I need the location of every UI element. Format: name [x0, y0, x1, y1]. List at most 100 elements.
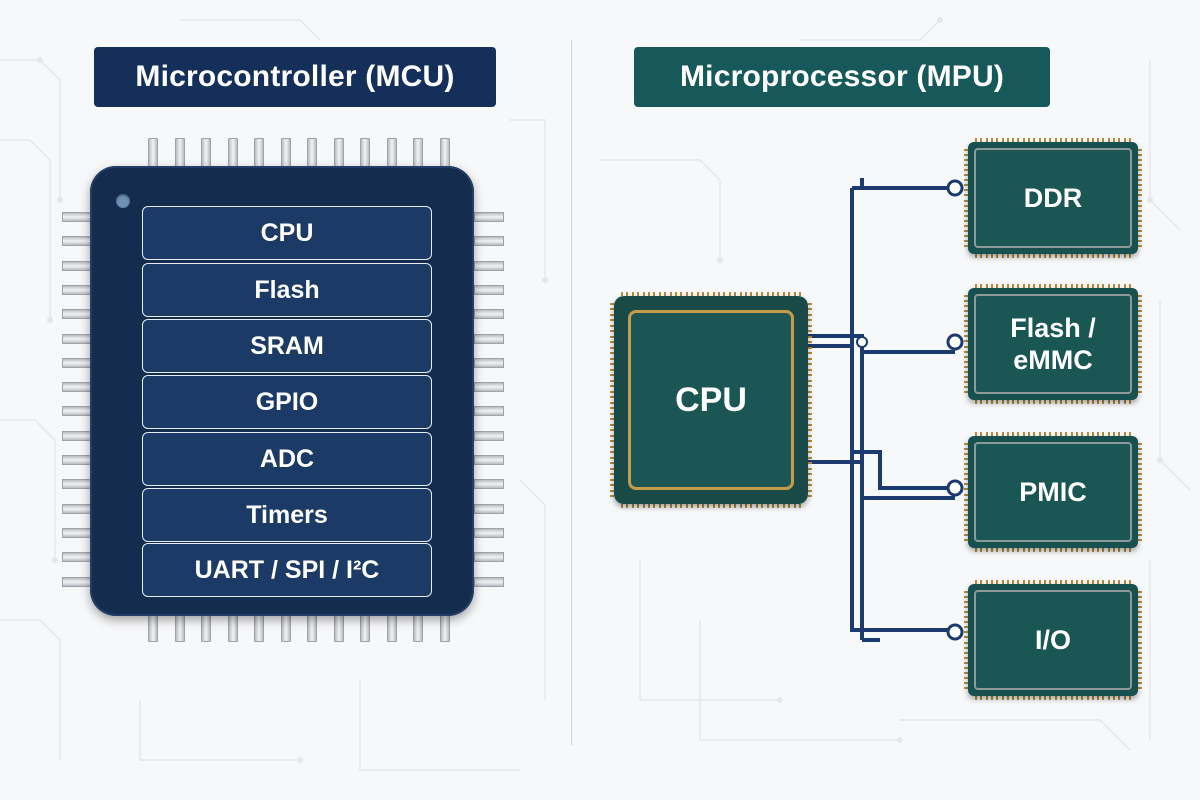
chip-i-o-pin: [1028, 696, 1031, 700]
chip-pmic-pin: [964, 493, 968, 496]
chip-flash-emmc-pin: [985, 284, 988, 288]
chip-pmic-pin: [1097, 548, 1100, 552]
chip-flash-emmc-pin: [980, 400, 983, 404]
chip-ddr-pin: [1049, 254, 1052, 258]
cpu-chip-pin: [610, 352, 614, 355]
chip-i-o-pin: [1138, 616, 1142, 619]
chip-pmic-pin: [1138, 533, 1142, 536]
cpu-chip-pin: [610, 478, 614, 481]
cpu-chip-pin: [610, 319, 614, 322]
chip-flash-emmc-pin: [1118, 400, 1121, 404]
cpu-chip-pin: [777, 504, 780, 508]
chip-flash-emmc-pin: [975, 400, 977, 404]
cpu-chip-pin: [739, 504, 742, 508]
chip-i-o-pin: [1138, 681, 1142, 684]
chip-pmic-pin: [964, 498, 968, 501]
chip-ddr-pin: [1113, 138, 1116, 142]
chip-pmic-pin: [1138, 483, 1142, 486]
chip-pmic-pin: [1022, 548, 1025, 552]
chip-ddr-pin: [1033, 254, 1036, 258]
chip-pmic-pin: [1075, 432, 1078, 436]
cpu-chip-pin: [808, 445, 812, 448]
chip-pmic-die: [974, 442, 1132, 542]
cpu-chip-pin: [761, 292, 764, 296]
cpu-chip-pin: [610, 308, 614, 311]
cpu-chip-pin: [610, 429, 614, 432]
chip-pmic-pin: [1138, 448, 1142, 451]
mcu-pin-right: [474, 576, 504, 587]
chip-flash-emmc-pin: [1129, 400, 1131, 404]
cpu-chip-pin: [808, 423, 812, 426]
cpu-chip-pin: [734, 504, 737, 508]
chip-ddr-pin: [964, 224, 968, 227]
chip-flash-emmc-pin: [1138, 345, 1142, 348]
chip-ddr-pin: [1102, 138, 1105, 142]
chip-flash-emmc-pin: [1065, 400, 1068, 404]
chip-flash-emmc-pin: [1138, 350, 1142, 353]
cpu-chip-pin: [808, 335, 812, 338]
chip-i-o-pin: [1138, 651, 1142, 654]
chip-ddr-pin: [964, 179, 968, 182]
chip-flash-emmc-pin: [964, 315, 968, 318]
chip-ddr-pin: [1065, 254, 1068, 258]
cpu-chip-pin: [808, 330, 812, 333]
chip-flash-emmc-pin: [1017, 400, 1020, 404]
chip-ddr: DDR: [968, 142, 1138, 254]
chip-pmic-pin: [1138, 518, 1142, 521]
chip-ddr-pin: [1022, 254, 1025, 258]
chip-i-o-pin: [1012, 696, 1015, 700]
cpu-chip-pin: [808, 357, 812, 360]
chip-ddr-pin: [964, 245, 968, 247]
chip-pmic-pin: [1033, 432, 1036, 436]
cpu-chip-pin: [728, 292, 731, 296]
chip-pmic-pin: [1044, 432, 1047, 436]
chip-i-o-pin: [1054, 696, 1057, 700]
chip-i-o-pin: [964, 606, 968, 609]
cpu-chip-pin: [712, 504, 715, 508]
chip-i-o-pin: [964, 656, 968, 659]
chip-i-o-pin: [1123, 580, 1126, 584]
cpu-chip-pin: [808, 346, 812, 349]
cpu-chip-pin: [755, 292, 758, 296]
chip-ddr-pin: [1138, 184, 1142, 187]
cpu-chip-pin: [808, 352, 812, 355]
cpu-chip-pin: [610, 440, 614, 443]
chip-i-o: I/O: [968, 584, 1138, 696]
cpu-chip-pin: [610, 303, 614, 305]
chip-i-o-pin: [1059, 696, 1062, 700]
cpu-chip-pin: [808, 368, 812, 371]
pin1-marker: [116, 194, 130, 208]
chip-pmic-pin: [1138, 473, 1142, 476]
cpu-chip-pin: [610, 495, 614, 497]
mcu-block-flash: Flash: [142, 263, 432, 317]
chip-ddr-pin: [1138, 154, 1142, 157]
chip-flash-emmc-pin: [1138, 320, 1142, 323]
cpu-chip-pin: [647, 292, 650, 296]
chip-flash-emmc-pin: [1001, 284, 1004, 288]
chip-ddr-pin: [1038, 254, 1041, 258]
cpu-chip-pin: [808, 434, 812, 437]
chip-i-o-pin: [1006, 696, 1009, 700]
chip-i-o-pin: [975, 580, 977, 584]
cpu-chip-pin: [777, 292, 780, 296]
chip-ddr-pin: [1075, 138, 1078, 142]
chip-i-o-pin: [1138, 631, 1142, 634]
chip-i-o-pin: [1049, 580, 1052, 584]
chip-flash-emmc-pin: [1138, 330, 1142, 333]
chip-pmic-pin: [1033, 548, 1036, 552]
chip-ddr-pin: [964, 204, 968, 207]
chip-flash-emmc-pin: [964, 350, 968, 353]
bus-rail-inner-b: [850, 186, 955, 632]
cpu-chip-pin: [610, 451, 614, 454]
mcu-pin-right: [474, 527, 504, 538]
chip-pmic-pin: [1001, 432, 1004, 436]
chip-i-o-pin: [1138, 687, 1142, 689]
chip-ddr-pin: [1033, 138, 1036, 142]
chip-i-o-pin: [964, 666, 968, 669]
mpu-title: Microprocessor (MPU): [634, 47, 1050, 107]
chip-flash-emmc-pin: [1059, 400, 1062, 404]
chip-flash-emmc-pin: [964, 300, 968, 303]
chip-flash-emmc-pin: [996, 400, 999, 404]
mcu-pin-right: [474, 455, 504, 465]
